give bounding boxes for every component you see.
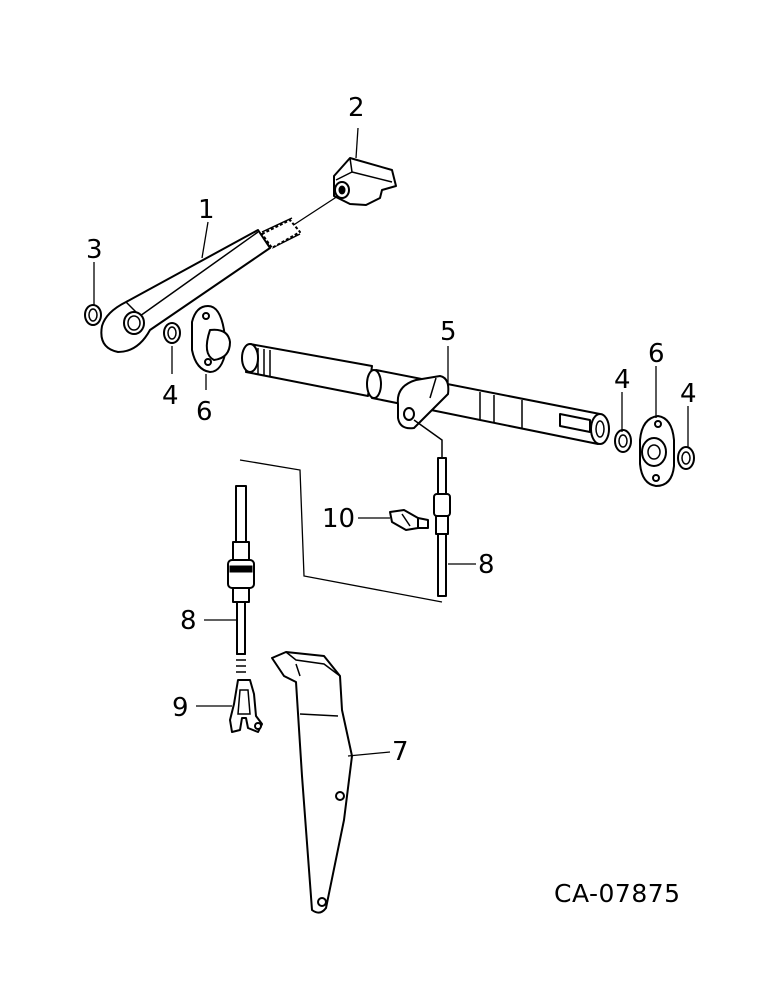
callout-4-left: 4 xyxy=(162,381,179,411)
snap-ring-left xyxy=(84,304,102,326)
washer-right-outer xyxy=(677,446,695,470)
bracket xyxy=(271,651,353,914)
washer-right-inner xyxy=(614,429,632,453)
callout-6-left: 6 xyxy=(196,397,213,427)
linkage-outline xyxy=(239,459,443,603)
leader-lines xyxy=(93,127,689,757)
callout-2: 2 xyxy=(348,93,365,123)
callout-6-right: 6 xyxy=(648,339,665,369)
washer-left xyxy=(163,322,181,344)
rod-right xyxy=(433,457,451,597)
callout-10: 10 xyxy=(322,504,355,534)
bearing-left xyxy=(191,305,231,373)
callout-7: 7 xyxy=(392,737,409,767)
callout-8-right: 8 xyxy=(478,550,495,580)
cross-shaft xyxy=(241,343,610,458)
callout-5: 5 xyxy=(440,317,457,347)
callout-4-right-outer: 4 xyxy=(680,379,697,409)
lever-arm xyxy=(100,195,339,353)
callout-4-right-inner: 4 xyxy=(614,365,631,395)
drawing-number: CA-07875 xyxy=(554,879,681,908)
callout-1: 1 xyxy=(198,195,215,225)
rod-left xyxy=(227,485,255,673)
callout-3: 3 xyxy=(86,235,103,265)
callout-9: 9 xyxy=(172,693,189,723)
callout-8-left: 8 xyxy=(180,606,197,636)
clevis xyxy=(229,679,263,733)
clip xyxy=(389,509,429,531)
bearing-right xyxy=(639,415,675,487)
pedal-pad xyxy=(333,157,397,206)
